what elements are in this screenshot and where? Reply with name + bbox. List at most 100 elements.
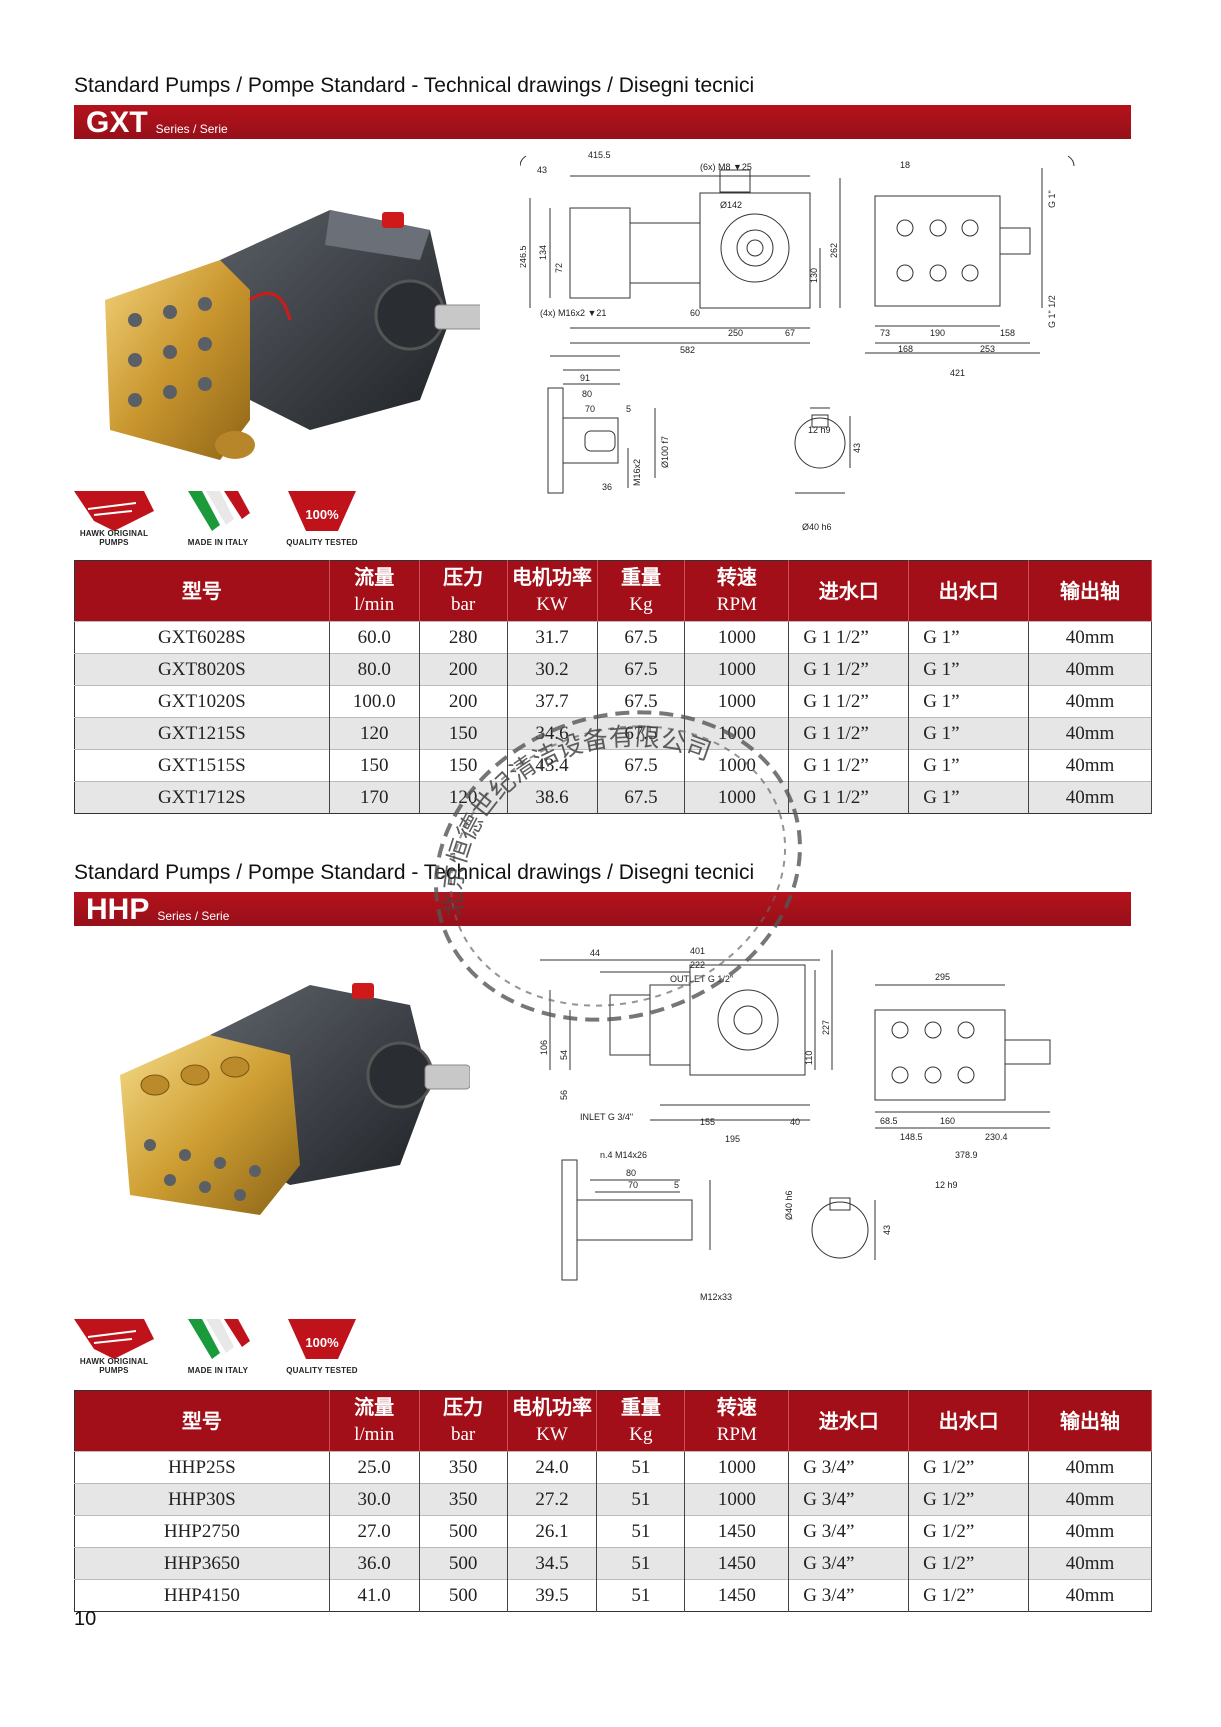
svg-text:100%: 100% xyxy=(305,507,339,522)
svg-text:158: 158 xyxy=(1000,328,1015,338)
svg-text:582: 582 xyxy=(680,345,695,355)
svg-text:134: 134 xyxy=(538,245,548,260)
svg-text:n.4 M14x26: n.4 M14x26 xyxy=(600,1150,647,1160)
svg-text:80: 80 xyxy=(626,1168,636,1178)
table-cell: 500 xyxy=(419,1515,508,1548)
table-cell: GXT1712S xyxy=(74,781,330,814)
table-cell: 1000 xyxy=(684,1451,790,1484)
table-cell: G 1 1/2” xyxy=(788,621,910,654)
hawk-logo: HAWK ORIGINAL PUMPS xyxy=(74,487,154,547)
table-cell: 51 xyxy=(596,1515,686,1548)
svg-text:110: 110 xyxy=(804,1051,814,1065)
table-cell: 40mm xyxy=(1028,653,1152,686)
column-header: 型号 xyxy=(74,1390,330,1452)
svg-text:415.5: 415.5 xyxy=(588,150,611,160)
svg-text:5: 5 xyxy=(626,404,631,414)
table-cell: 1000 xyxy=(684,1483,790,1516)
table-cell: 1000 xyxy=(684,621,790,654)
svg-text:60: 60 xyxy=(690,308,700,318)
table-cell: 170 xyxy=(329,781,420,814)
table-cell: 30.2 xyxy=(507,653,598,686)
column-header: 输出轴 xyxy=(1028,560,1152,622)
table-cell: 1450 xyxy=(684,1547,790,1580)
table-cell: 67.5 xyxy=(597,685,686,718)
table-cell: 1000 xyxy=(684,749,790,782)
table-cell: 1450 xyxy=(684,1579,790,1612)
table-cell: G 1” xyxy=(908,749,1030,782)
table-cell: G 3/4” xyxy=(788,1579,910,1612)
table-cell: G 1/2” xyxy=(908,1451,1030,1484)
series-bar-hhp: HHP Series / Serie xyxy=(74,892,1131,926)
svg-text:195: 195 xyxy=(725,1134,740,1144)
table-cell: 51 xyxy=(596,1451,686,1484)
table-cell: 40mm xyxy=(1028,1547,1152,1580)
made-in-italy-logo: MADE IN ITALY xyxy=(178,1315,258,1375)
table-cell: GXT6028S xyxy=(74,621,330,654)
svg-text:378.9: 378.9 xyxy=(955,1150,978,1160)
table-cell: 34.6 xyxy=(507,717,598,750)
table-cell: 1000 xyxy=(684,653,790,686)
svg-text:40: 40 xyxy=(790,1117,800,1127)
table-cell: 34.5 xyxy=(507,1547,598,1580)
svg-text:43: 43 xyxy=(882,1225,892,1235)
svg-text:91: 91 xyxy=(580,373,590,383)
table-cell: GXT1515S xyxy=(74,749,330,782)
table-cell: 40mm xyxy=(1028,1451,1152,1484)
table-cell: 150 xyxy=(329,749,420,782)
svg-text:18: 18 xyxy=(900,160,910,170)
quality-tested-logo: 100% QUALITY TESTED xyxy=(282,1315,362,1375)
column-header: 输出轴 xyxy=(1028,1390,1152,1452)
table-cell: G 3/4” xyxy=(788,1547,910,1580)
svg-text:100%: 100% xyxy=(305,1335,339,1350)
svg-text:148.5: 148.5 xyxy=(900,1132,923,1142)
table-cell: 500 xyxy=(419,1579,508,1612)
table-cell: HHP30S xyxy=(74,1483,330,1516)
svg-text:54: 54 xyxy=(559,1050,569,1060)
table-cell: 40mm xyxy=(1028,621,1152,654)
table-cell: G 1 1/2” xyxy=(788,749,910,782)
table-cell: 30.0 xyxy=(329,1483,420,1516)
table-cell: 40mm xyxy=(1028,1579,1152,1612)
table-cell: G 3/4” xyxy=(788,1515,910,1548)
column-header: 进水口 xyxy=(788,560,910,622)
gxt-pump-photo xyxy=(105,210,480,460)
table-cell: 80.0 xyxy=(329,653,420,686)
svg-text:56: 56 xyxy=(559,1090,569,1100)
table-cell: 51 xyxy=(596,1483,686,1516)
hawk-logo: HAWK ORIGINAL PUMPS xyxy=(74,1315,154,1375)
svg-text:73: 73 xyxy=(880,328,890,338)
svg-text:246.5: 246.5 xyxy=(520,245,528,268)
table-cell: G 1 1/2” xyxy=(788,717,910,750)
table-cell: GXT8020S xyxy=(74,653,330,686)
svg-text:68.5: 68.5 xyxy=(880,1116,898,1126)
svg-text:67: 67 xyxy=(785,328,795,338)
table-cell: 280 xyxy=(419,621,508,654)
table-cell: G 3/4” xyxy=(788,1483,910,1516)
table-cell: 26.1 xyxy=(507,1515,598,1548)
svg-text:5: 5 xyxy=(674,1180,679,1190)
table-cell: G 1” xyxy=(908,621,1030,654)
svg-text:70: 70 xyxy=(585,404,595,414)
table-cell: 120 xyxy=(419,781,508,814)
table-cell: G 1” xyxy=(908,717,1030,750)
series-name: GXT xyxy=(86,106,148,139)
table-cell: G 1” xyxy=(908,781,1030,814)
gxt-technical-drawing: 415.5 43 18 (6x) M8 ▼25 Ø142 246.5 134 7… xyxy=(520,150,1075,532)
quality-tested-logo: 100% QUALITY TESTED xyxy=(282,487,362,547)
table-cell: 27.2 xyxy=(507,1483,598,1516)
svg-text:106: 106 xyxy=(540,1040,549,1055)
